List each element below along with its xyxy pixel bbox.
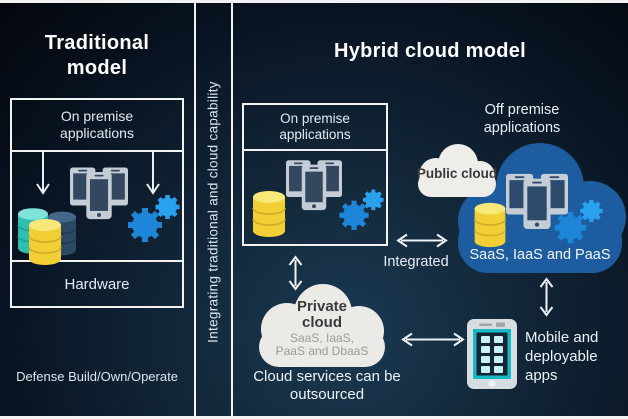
- on-premise-header-label: On premise applications: [279, 111, 351, 142]
- hardware-section: Hardware: [12, 260, 182, 306]
- divider-bar: [194, 3, 233, 416]
- outsourced-label: Cloud services can be outsourced: [253, 368, 401, 403]
- double-arrow-icon: [401, 332, 465, 347]
- public-cloud-label: Public cloud: [416, 166, 498, 181]
- on-premise-header-label: On premise applications: [60, 108, 134, 141]
- traditional-model-title: Traditional model: [44, 32, 150, 79]
- cloud-icon: [259, 284, 385, 367]
- cloud-icon: [418, 144, 496, 197]
- database-icon: [17, 208, 77, 265]
- defense-footer-label: Defense Build/Own/Operate: [16, 369, 178, 384]
- gears-icon: [339, 189, 384, 230]
- traditional-icons-area: [12, 152, 182, 265]
- gears-icon: [128, 195, 180, 242]
- hardware-label: Hardware: [64, 275, 130, 293]
- on-premise-header: On premise applications: [12, 100, 182, 152]
- hybrid-on-premise-icons: [244, 151, 386, 244]
- private-cloud-services-line2: PaaS and DbaaS: [275, 344, 369, 358]
- devices-icon: [70, 167, 128, 220]
- private-cloud-title: Private cloud: [296, 298, 348, 331]
- phone-icon: [467, 319, 517, 389]
- database-icon: [473, 202, 507, 248]
- integrated-label: Integrated: [383, 254, 449, 270]
- double-arrow-icon: [396, 233, 448, 248]
- on-premise-header: On premise applications: [244, 105, 386, 151]
- traditional-on-premise-box: On premise applications: [10, 98, 184, 308]
- database-icon: [252, 191, 286, 237]
- divider-label: Integrating traditional and cloud capabi…: [205, 81, 221, 343]
- hybrid-cloud-title: Hybrid cloud model: [333, 40, 527, 62]
- off-premise-label: Off premise applications: [483, 102, 561, 136]
- devices-icon: [286, 160, 342, 211]
- gears-icon: [554, 199, 603, 244]
- double-arrow-icon: [539, 277, 554, 317]
- blue-cloud-caption: SaaS, IaaS and PaaS: [469, 247, 611, 263]
- mobile-apps-label: Mobile and deployable apps: [525, 329, 599, 384]
- private-cloud-services-line1: SaaS, IaaS,: [289, 331, 355, 345]
- hybrid-on-premise-box: On premise applications: [242, 103, 388, 246]
- devices-icon: [506, 173, 568, 230]
- down-arrow-icon: [36, 152, 50, 195]
- down-arrow-icon: [146, 152, 160, 195]
- double-arrow-icon: [288, 255, 303, 291]
